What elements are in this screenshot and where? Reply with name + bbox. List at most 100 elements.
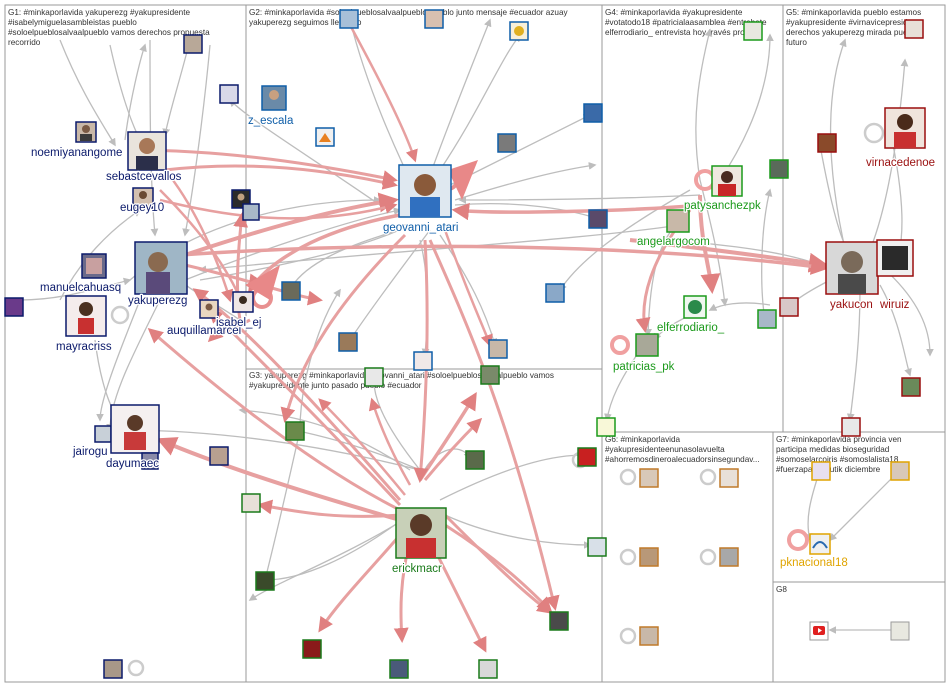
node-g8-b[interactable] <box>890 621 910 641</box>
node-g1-g[interactable] <box>103 659 123 679</box>
label-yakuperezg: yakuperezg <box>128 295 187 307</box>
self-loops <box>110 122 885 677</box>
self-loop-isabel-arrowhead <box>245 265 280 300</box>
node-g2-d[interactable] <box>509 21 529 41</box>
label-elferrodiario: elferrodiario_ <box>657 322 725 334</box>
self-loop-g6-c <box>619 548 637 566</box>
node-g4-b[interactable] <box>769 159 789 179</box>
red-edges <box>129 24 829 653</box>
node-g7-b[interactable] <box>890 461 910 481</box>
node-g2-h[interactable] <box>545 283 565 303</box>
node-dayumaec[interactable] <box>110 404 160 454</box>
group-title-g7: G7: #minkaporlavida provincia ven partic… <box>776 435 904 474</box>
node-g3-d[interactable] <box>241 493 261 513</box>
node-elferrodiario[interactable] <box>683 295 707 319</box>
node-pknacional18[interactable] <box>809 533 831 555</box>
label-dayumaec: dayumaec <box>106 458 159 470</box>
node-g6-d[interactable] <box>719 547 739 567</box>
self-loop-mayra <box>110 305 130 325</box>
node-g5-a[interactable] <box>817 133 837 153</box>
label-angelargocom: angelargocom <box>637 236 710 248</box>
node-g3-l[interactable] <box>478 659 498 679</box>
node-g4-a[interactable] <box>743 21 763 41</box>
node-g3-g[interactable] <box>577 447 597 467</box>
group-title-g1: G1: #minkaporlavida yakuperezg #yakupres… <box>8 8 212 47</box>
node-g3-k[interactable] <box>389 659 409 679</box>
node-g1-f[interactable] <box>209 446 229 466</box>
node-g3-a[interactable] <box>285 421 305 441</box>
node-g1-a[interactable] <box>219 84 239 104</box>
node-geovanni_atari[interactable] <box>398 164 452 218</box>
node-g5-c[interactable] <box>779 297 799 317</box>
node-noemiyanangomez[interactable] <box>75 121 97 143</box>
node-yakucon[interactable] <box>825 241 879 295</box>
label-yakucon: yakucon <box>830 299 873 311</box>
label-manuelcahuasqui: manuelcahuasq <box>40 282 121 294</box>
label-mayracriss: mayracriss <box>56 341 112 353</box>
node-g3-c[interactable] <box>480 365 500 385</box>
group-title-g8: G8 <box>776 585 787 594</box>
self-loop-pknacional <box>787 529 809 551</box>
node-patysanchezpk[interactable] <box>711 165 743 197</box>
node-angelargocom[interactable] <box>666 209 690 233</box>
group-title-g6: G6: #minkaporlavida #yakupresidenteenuna… <box>605 435 760 464</box>
self-loop-g6-a <box>619 468 637 486</box>
node-g6-b[interactable] <box>719 468 739 488</box>
node-g3-f[interactable] <box>465 450 485 470</box>
node-eugey10[interactable] <box>132 187 154 209</box>
node-auquillamarcelo[interactable] <box>199 299 219 319</box>
gray-edges <box>19 18 934 634</box>
node-sebastcevallos[interactable] <box>127 131 167 171</box>
avatar-nodes <box>4 9 926 679</box>
node-g1-c[interactable] <box>231 189 251 209</box>
node-g1-h[interactable] <box>141 452 159 470</box>
node-g2-j[interactable] <box>338 332 358 352</box>
node-erickmacr[interactable] <box>395 507 447 559</box>
node-manuelcahuasqui[interactable] <box>81 253 107 279</box>
node-g8-a[interactable] <box>809 621 829 641</box>
node-jairoguaman[interactable] <box>94 425 112 443</box>
node-g3-b[interactable] <box>364 367 384 387</box>
node-g2-g[interactable] <box>588 209 608 229</box>
node-g2-l[interactable] <box>488 339 508 359</box>
node-isabel_ej[interactable] <box>232 291 254 313</box>
group-box-g5 <box>782 4 946 433</box>
node-g3-h[interactable] <box>587 537 607 557</box>
node-g1-b[interactable] <box>183 34 203 54</box>
node-g7-a[interactable] <box>811 461 831 481</box>
node-g5-d[interactable] <box>901 377 921 397</box>
node-g1-e[interactable] <box>4 297 24 317</box>
group-title-g3: G3: yakuperezg #minkaporlavida geovanni_… <box>249 371 556 390</box>
node-patricias_pk[interactable] <box>635 333 659 357</box>
node-g2-c[interactable] <box>424 9 444 29</box>
node-g6-c[interactable] <box>639 547 659 567</box>
node-g6-e[interactable] <box>639 626 659 646</box>
self-loop-g1-bottom <box>127 659 145 677</box>
node-g2-k[interactable] <box>413 351 433 371</box>
node-g2-e[interactable] <box>583 103 603 123</box>
node-g3-i[interactable] <box>549 611 569 631</box>
node-yakuperezg[interactable] <box>134 241 188 295</box>
node-g1-d[interactable] <box>242 203 260 221</box>
node-g5-b[interactable] <box>904 19 924 39</box>
node-z_escala[interactable] <box>261 85 287 111</box>
node-g5-e[interactable] <box>841 417 861 437</box>
node-g2-f[interactable] <box>497 133 517 153</box>
node-g3-j[interactable] <box>302 639 322 659</box>
node-g4-d[interactable] <box>596 417 616 437</box>
node-g2-a[interactable] <box>315 127 335 147</box>
node-g6-a[interactable] <box>639 468 659 488</box>
node-mayracriss[interactable] <box>65 295 107 337</box>
label-wiruiz: wiruiz <box>879 299 910 311</box>
node-g2-b[interactable] <box>339 9 359 29</box>
self-loop-patricias <box>610 335 630 355</box>
group-box-g1 <box>4 4 247 683</box>
node-g3-e[interactable] <box>255 571 275 591</box>
node-virnacedenoe[interactable] <box>884 107 926 149</box>
label-geovanni_atari: geovanni_atari <box>383 222 458 234</box>
node-g4-c[interactable] <box>757 309 777 329</box>
node-wiruiz[interactable] <box>876 239 914 277</box>
label-sebastcevallos: sebastcevallos <box>106 171 182 183</box>
node-g2-i[interactable] <box>281 281 301 301</box>
